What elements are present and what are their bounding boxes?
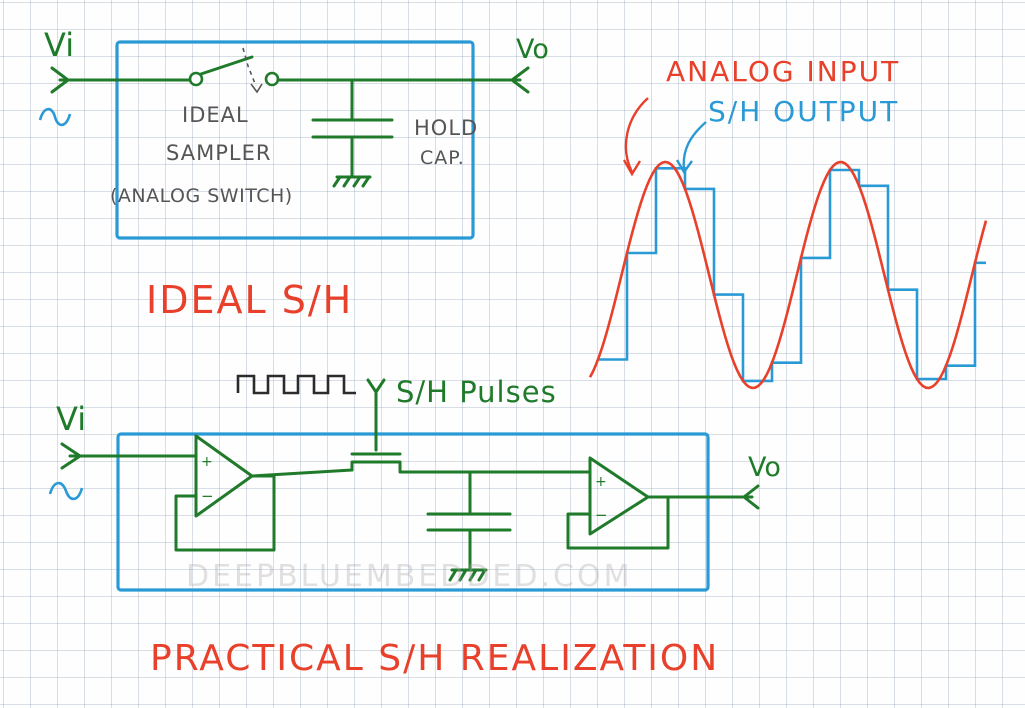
watermark-text: DEEPBLUEMBEDDED.COM xyxy=(186,559,632,594)
opamp-1-icon xyxy=(194,434,254,518)
ideal-output-arrow xyxy=(510,66,530,94)
opamp-2-plus: + xyxy=(595,474,607,490)
practical-vo-label: Vo xyxy=(748,452,781,483)
gate-input-arrow xyxy=(366,378,386,394)
analog-input-label: ANALOG INPUT xyxy=(666,55,900,88)
ideal-vi-label: Vi xyxy=(44,26,74,64)
ideal-sh-title: IDEAL S/H xyxy=(146,278,353,322)
switch-contact-left xyxy=(188,71,204,87)
opamp-2-icon xyxy=(588,456,650,536)
opamp-1-feedback xyxy=(174,474,276,552)
practical-ac-source-icon xyxy=(48,481,84,501)
switch-contact-right xyxy=(264,71,280,87)
clock-pulses-icon xyxy=(236,374,356,395)
switch-motion-arrow xyxy=(250,83,263,94)
opamp-1-output-wire xyxy=(250,468,354,478)
practical-vi-label: Vi xyxy=(56,400,86,438)
sampler-label-line1: IDEAL xyxy=(182,103,249,127)
sampler-label-line2: SAMPLER xyxy=(166,141,271,165)
sh-output-label: S/H OUTPUT xyxy=(708,95,899,128)
practical-sh-box xyxy=(116,432,710,592)
opamp-1-plus: + xyxy=(201,454,213,470)
sh-pulses-label: S/H Pulses xyxy=(396,375,557,409)
mosfet-channel xyxy=(350,460,402,472)
switch-blade xyxy=(199,55,254,76)
opamp-2-feedback xyxy=(566,495,670,550)
ideal-vo-label: Vo xyxy=(516,34,549,65)
waveform-graph xyxy=(588,97,988,390)
analog-input-sine xyxy=(588,160,988,390)
sh-output-pointer xyxy=(682,121,707,171)
ideal-ground-icon xyxy=(332,175,372,188)
opamp-1-minus: − xyxy=(201,487,214,505)
sh-output-staircase xyxy=(598,167,986,383)
analog-input-pointer-head xyxy=(622,159,642,177)
practical-ground-icon xyxy=(448,568,488,582)
hold-cap-label-line2: CAP. xyxy=(420,147,465,169)
practical-sh-circuit xyxy=(48,374,760,592)
practical-sh-title: PRACTICAL S/H REALIZATION xyxy=(150,638,719,679)
ideal-sh-circuit xyxy=(38,40,530,240)
sampler-label-line3: (ANALOG SWITCH) xyxy=(110,185,293,207)
sh-output-pointer-head xyxy=(675,159,693,175)
analog-input-pointer xyxy=(624,97,649,173)
ideal-sh-box xyxy=(115,40,475,240)
switch-motion-indicator xyxy=(242,47,257,87)
hold-cap-label-line1: HOLD xyxy=(414,116,478,140)
practical-output-arrow xyxy=(742,484,760,510)
ideal-ac-source-icon xyxy=(38,107,72,127)
opamp-2-minus: − xyxy=(595,506,608,524)
